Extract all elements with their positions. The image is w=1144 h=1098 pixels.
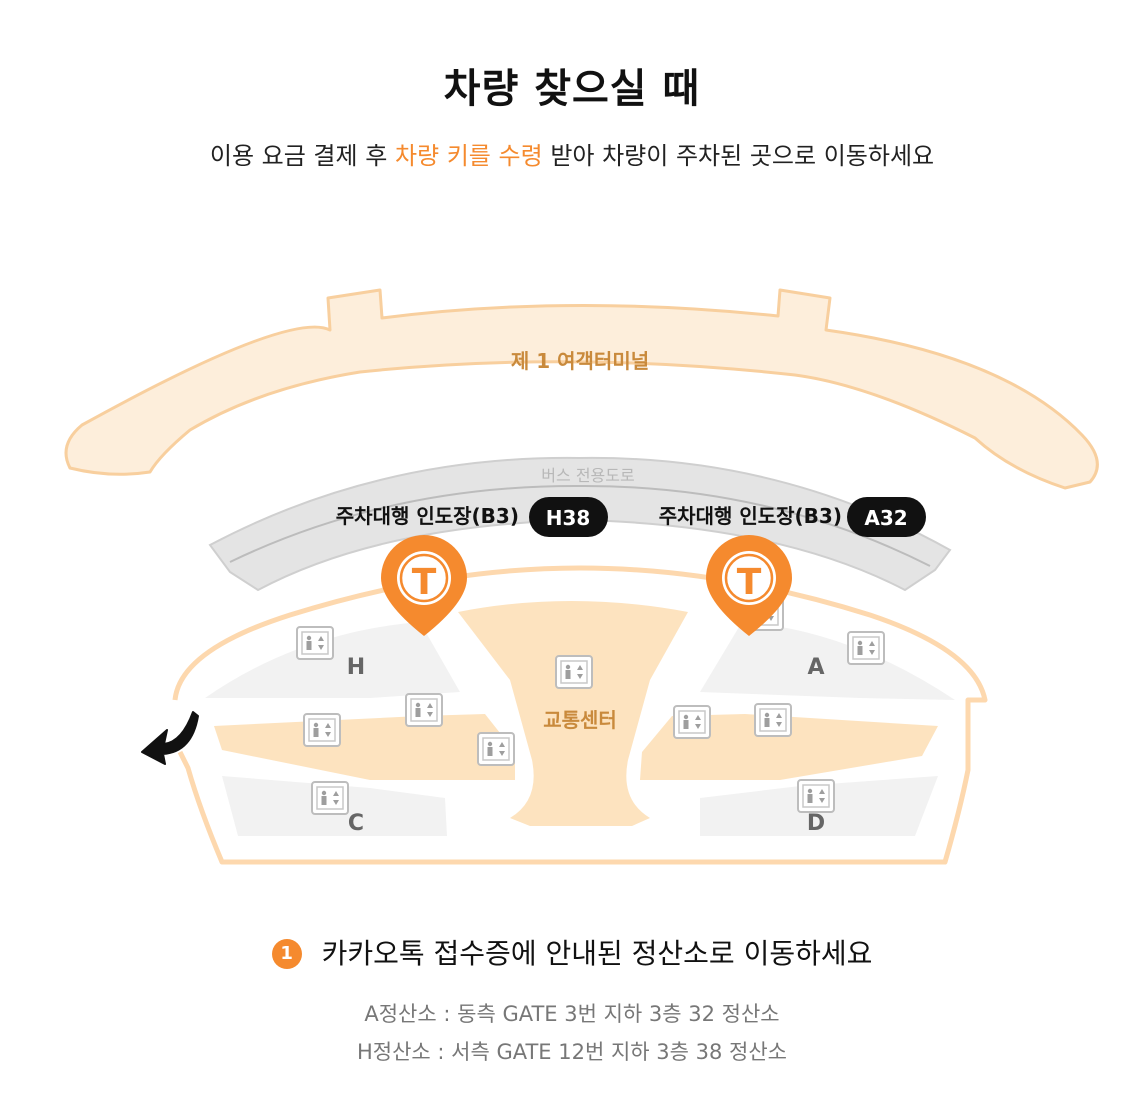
- elevator-icon: [405, 693, 443, 727]
- elevator-icon: [303, 713, 341, 747]
- elevator-icon: [754, 703, 792, 737]
- badge-a32: [847, 497, 926, 537]
- zone-h-label: H: [347, 655, 365, 680]
- bus-road-label: 버스 전용도로: [541, 466, 634, 485]
- zone-c-label: C: [348, 811, 364, 836]
- detail-h-station: H정산소 : 서측 GATE 12번 지하 3층 38 정산소: [356, 1040, 788, 1064]
- terminal-label: 제 1 여객터미널: [511, 349, 649, 373]
- pin-glyph: T: [412, 562, 437, 603]
- badge-h38: [529, 497, 608, 537]
- step-text: 카카오톡 접수증에 안내된 정산소로 이동하세요: [321, 937, 873, 970]
- badge-h38-text: H38: [546, 506, 591, 530]
- elevator-icon: [311, 781, 349, 815]
- elevator-icon: [296, 626, 334, 660]
- pin-inner-ring: [399, 553, 449, 603]
- exit-arrow-icon: [141, 711, 199, 765]
- valet-pin-left[interactable]: T: [381, 535, 467, 636]
- terminal-building: [64, 288, 1099, 490]
- road-lane-line: [229, 484, 931, 567]
- zone-a-label: A: [807, 655, 824, 680]
- valet-pin-right[interactable]: T: [706, 535, 792, 636]
- valet-left-label: 주차대행 인도장(B3): [336, 504, 519, 528]
- valet-right-label: 주차대행 인도장(B3): [659, 504, 842, 528]
- walkway-west: [214, 714, 515, 780]
- instruction-step: 1 카카오톡 접수증에 안내된 정산소로 이동하세요: [0, 932, 1144, 972]
- elevator-icon: [797, 779, 835, 813]
- pin-inner-circle: [722, 551, 776, 605]
- bus-road: [208, 456, 952, 592]
- elevator-icon: [847, 631, 885, 665]
- elevator-icon: [477, 732, 515, 766]
- elevator-icon: [555, 655, 593, 689]
- pin-glyph: T: [737, 562, 762, 603]
- walkway-east: [640, 714, 938, 780]
- zone-d-label: D: [807, 811, 825, 836]
- step-number-badge: 1: [271, 939, 302, 969]
- zone-a-area: [700, 622, 955, 700]
- badge-a32-text: A32: [864, 506, 907, 530]
- zone-h-area: [205, 622, 460, 698]
- page-title: 차량 찾으실 때: [443, 66, 701, 112]
- transport-center-label: 교통센터: [543, 708, 617, 732]
- subtitle-prefix: 이용 요금 결제 후: [209, 142, 395, 170]
- detail-a-station: A정산소 : 동측 GATE 3번 지하 3층 32 정산소: [364, 1002, 780, 1026]
- pin-inner-circle: [397, 551, 451, 605]
- pin-inner-ring: [724, 553, 774, 603]
- elevator-icon: [673, 705, 711, 739]
- page-subtitle: 이용 요금 결제 후 차량 키를 수령 받아 차량이 주차된 곳으로 이동하세요: [0, 136, 1144, 171]
- subtitle-suffix: 받아 차량이 주차된 곳으로 이동하세요: [542, 142, 935, 170]
- terminal-map: 제 1 여객터미널 버스 전용도로 교통센터 H A C D T 주차대행 인도…: [64, 288, 1099, 865]
- subtitle-highlight: 차량 키를 수령: [394, 142, 543, 170]
- transport-center-area: [458, 601, 688, 826]
